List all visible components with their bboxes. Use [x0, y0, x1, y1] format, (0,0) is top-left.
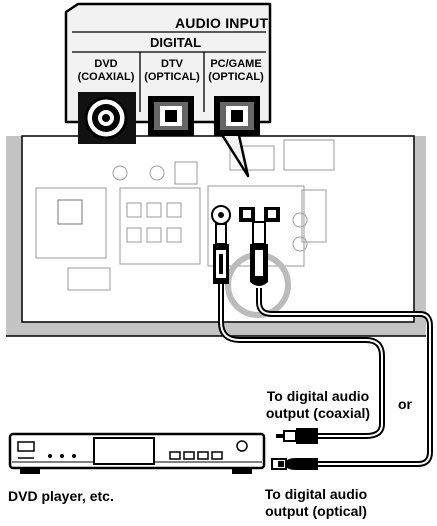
coaxial-output-label: To digital audio output (coaxial) [265, 388, 371, 421]
audio-input-title: AUDIO INPUT [175, 15, 269, 31]
port-label-dvd: DVD (COAXIAL) [77, 58, 135, 83]
panel-optical-port-dtv [239, 207, 255, 222]
panel-optical-port-pcgame [264, 207, 280, 222]
panel-coaxial-jack [211, 205, 231, 225]
or-label: or [398, 396, 412, 412]
optical-port-pcgame [214, 96, 260, 136]
coaxial-plug [213, 223, 229, 284]
audio-input-callout [64, 2, 272, 178]
coaxial-plug-end [276, 428, 318, 444]
port-label-pcgame: PC/GAME (OPTICAL) [208, 58, 264, 83]
optical-port-dtv [148, 96, 194, 136]
dvd-player [8, 432, 266, 474]
coaxial-jack [78, 92, 136, 144]
digital-subtitle: DIGITAL [150, 35, 202, 50]
optical-plug-end [271, 458, 318, 470]
dvd-player-label: DVD player, etc. [8, 488, 114, 504]
optical-output-label: To digital audio output (optical) [264, 486, 368, 519]
port-label-dtv: DTV (OPTICAL) [144, 58, 200, 83]
optical-plug [250, 221, 268, 286]
